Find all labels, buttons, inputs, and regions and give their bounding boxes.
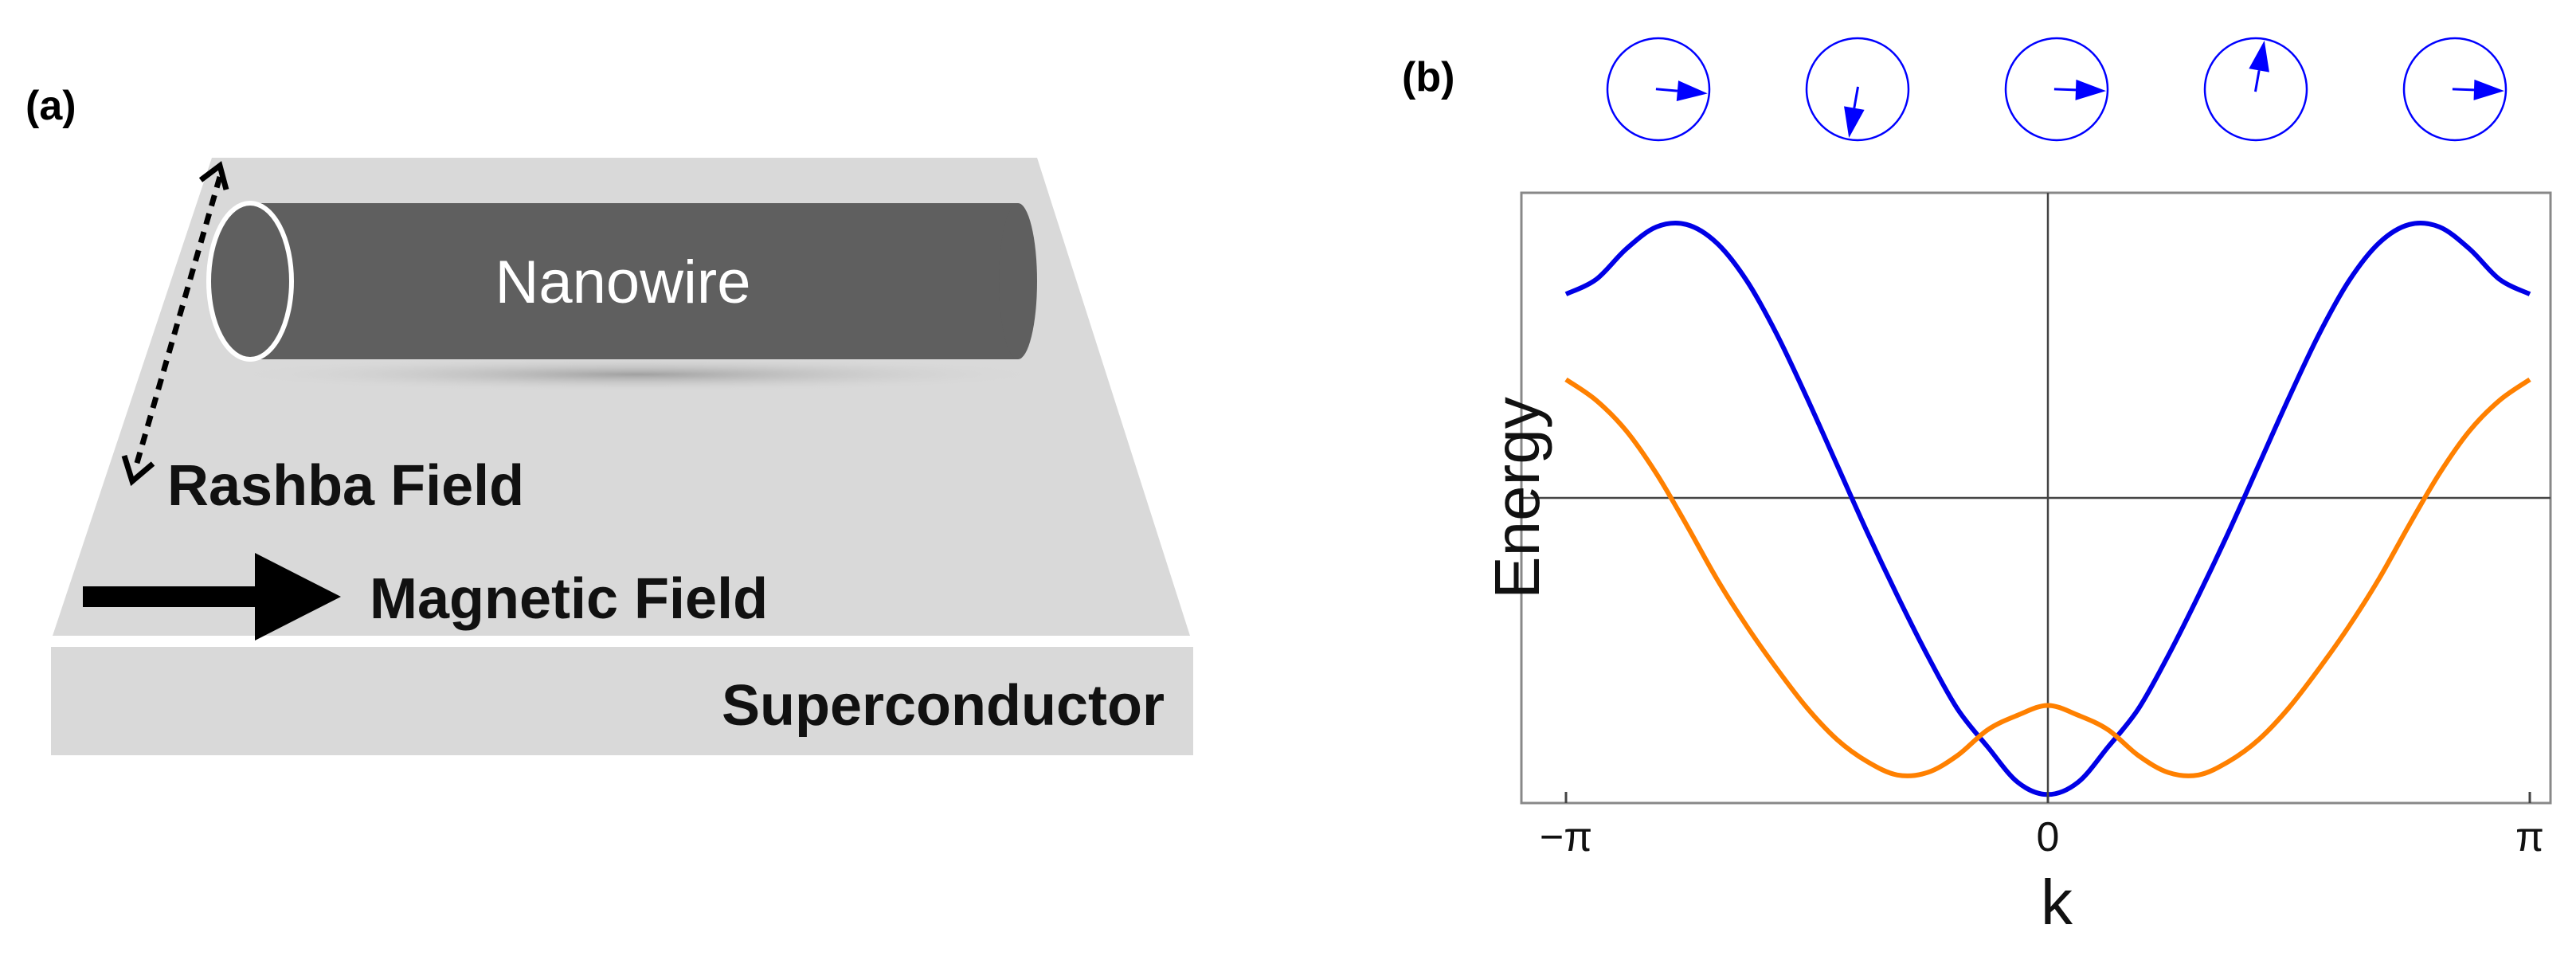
spin-arrow-3 (2004, 37, 2109, 142)
nanowire-end-cap (999, 203, 1037, 359)
spin-circle (2402, 37, 2507, 142)
magnetic-arrowhead (255, 553, 341, 641)
magnetic-field-label: Magnetic Field (370, 567, 768, 631)
spin-circle (1805, 37, 1910, 142)
magnetic-arrow-shaft (83, 586, 258, 607)
spin-circle (2004, 37, 2109, 142)
spin-arrow-shaft (1655, 88, 1678, 92)
lower-band-curve (1564, 377, 2531, 778)
superconductor-label: Superconductor (722, 674, 1165, 738)
magnetic-field-arrow (83, 553, 341, 641)
x-ticks: −π 0 π (1540, 792, 2544, 860)
spin-arrow-2 (1805, 37, 1910, 142)
panel-a: (a) Nanowire Rashba Field Magnetic Field (25, 83, 1193, 755)
spin-arrow-shaft (1853, 86, 1860, 108)
nanowire-shadow (223, 357, 1051, 392)
spin-arrow-4 (2203, 37, 2308, 142)
spin-arrowhead (1676, 80, 1708, 102)
nanowire-body (250, 203, 1018, 359)
x-tick-label: π (2515, 814, 2544, 860)
spin-circle (2203, 37, 2308, 142)
nanowire-front-face (206, 201, 294, 362)
x-tick-label: 0 (2037, 814, 2060, 860)
spin-texture-row (1606, 37, 2507, 142)
spin-arrowhead (2473, 79, 2504, 100)
nanowire: Nanowire (206, 201, 1037, 362)
x-tick-label: −π (1540, 814, 1592, 860)
spin-arrowhead (2075, 79, 2106, 100)
spin-arrowhead (1844, 106, 1865, 139)
rashba-field-arrow (121, 161, 229, 487)
spin-circle (1606, 37, 1711, 142)
spin-arrow-5 (2402, 37, 2507, 142)
y-axis-title: Energy (1482, 397, 1552, 598)
spin-arrow-shaft (2253, 70, 2261, 92)
nanowire-label: Nanowire (495, 249, 750, 316)
panel-b-label: (b) (1402, 54, 1454, 100)
spin-arrow-shaft (2053, 88, 2077, 92)
rashba-arrowhead-top (198, 161, 229, 190)
panel-a-label: (a) (25, 83, 76, 129)
superconductor-slab (51, 647, 1193, 755)
x-axis-title: k (2041, 867, 2073, 938)
panel-b: (b) −π 0 π k Energy (1402, 37, 2552, 938)
rashba-field-label: Rashba Field (167, 454, 524, 518)
spin-arrow-1 (1606, 37, 1711, 142)
spin-arrowhead (2249, 40, 2269, 72)
rashba-arrow-shaft (132, 176, 223, 469)
rashba-arrowhead-bottom (121, 454, 155, 487)
spin-arrow-shaft (2452, 88, 2475, 92)
